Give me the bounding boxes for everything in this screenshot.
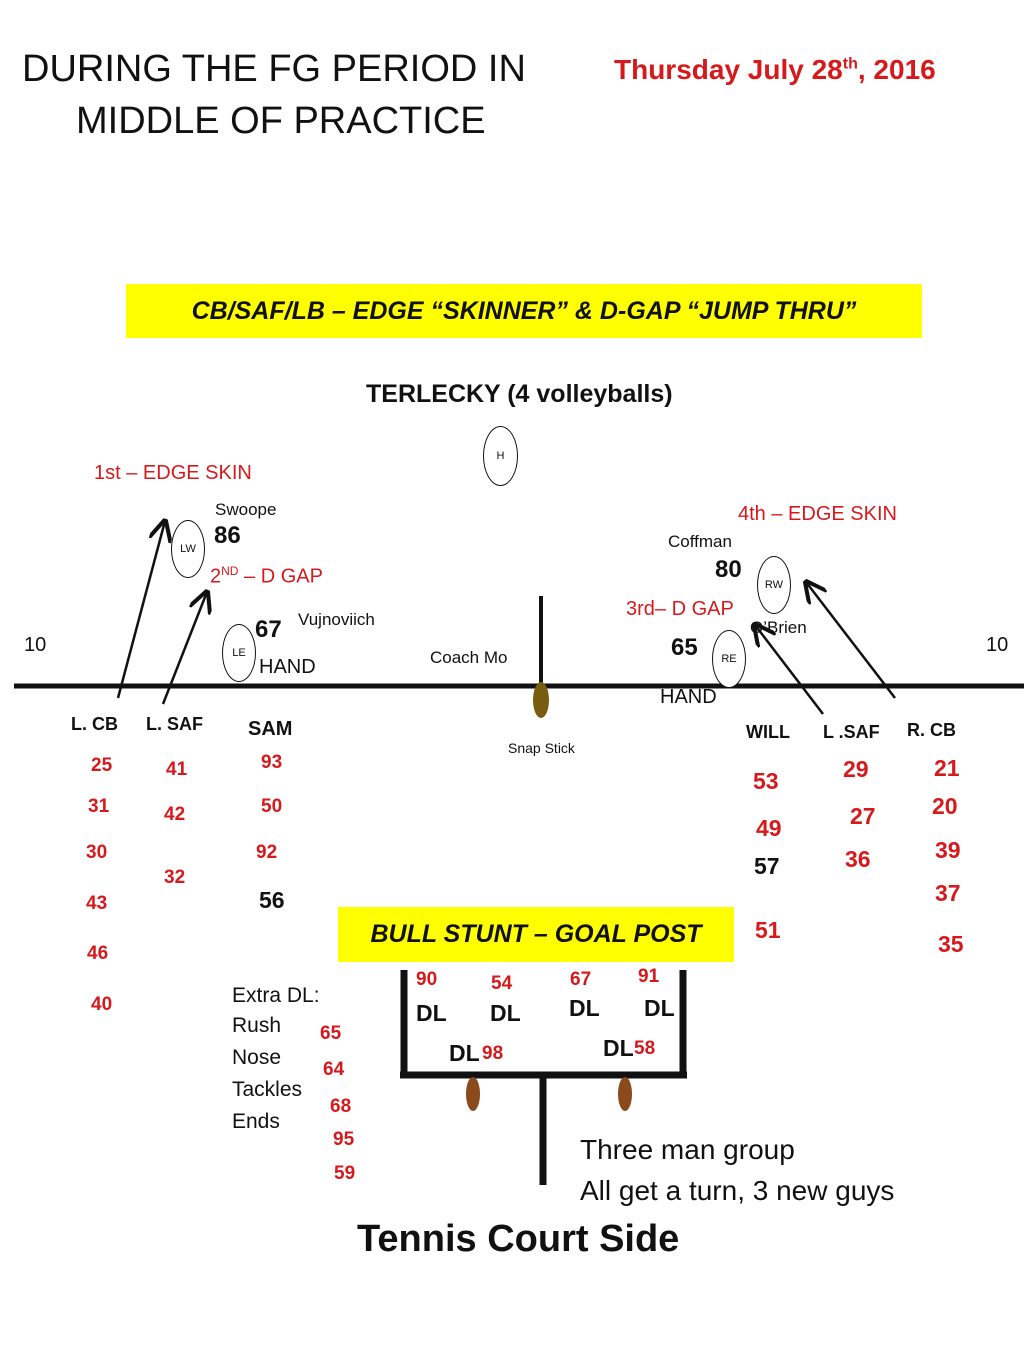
- bull-stunt-banner: BULL STUNT – GOAL POST: [338, 907, 734, 962]
- number-lw: 86: [214, 522, 241, 549]
- hand-label-left: HAND: [259, 656, 316, 678]
- header-will: WILL: [746, 722, 790, 742]
- call-second-end: – D GAP: [238, 565, 323, 588]
- dl-number: 91: [638, 966, 660, 987]
- extra-dl-tackles: Tackles: [232, 1078, 303, 1101]
- dl-number: 98: [482, 1043, 504, 1064]
- list-item: 36: [845, 846, 871, 872]
- list-item: 59: [334, 1163, 356, 1184]
- number-re: 65: [671, 634, 698, 661]
- number-rw: 80: [715, 556, 742, 583]
- page-title-line1: DURING THE FG PERIOD IN: [22, 48, 526, 90]
- list-item: 20: [932, 793, 958, 819]
- arrow-rcb: [806, 582, 896, 699]
- list-item: 21: [934, 755, 960, 781]
- extra-dl-ends: Ends: [232, 1110, 280, 1133]
- list-item: 51: [755, 917, 781, 943]
- hand-label-right: HAND: [660, 686, 717, 708]
- dl-number: 67: [570, 969, 592, 990]
- dl-label: DL: [569, 995, 600, 1021]
- list-item: 41: [166, 759, 188, 780]
- page-title-line2: MIDDLE OF PRACTICE: [76, 100, 486, 142]
- extra-dl-heading: Extra DL:: [232, 984, 320, 1007]
- list-item: 93: [261, 752, 283, 773]
- call-second-sup: ND: [221, 564, 239, 578]
- dl-label: DL: [449, 1040, 480, 1066]
- call-first-edge-skin: 1st – EDGE SKIN: [94, 462, 252, 484]
- list-item: 50: [261, 796, 283, 817]
- snap-stick-label: Snap Stick: [508, 740, 575, 756]
- list-item: 64: [323, 1059, 345, 1080]
- practice-date: Thursday July 28th, 2016: [614, 54, 936, 86]
- call-second-main: 2: [210, 565, 222, 588]
- number-le: 67: [255, 616, 282, 643]
- list-item: 95: [333, 1129, 355, 1150]
- dl-number: 58: [634, 1038, 656, 1059]
- dl-number: 54: [491, 973, 513, 994]
- list-item: 56: [259, 887, 285, 913]
- left-end-oval: LE: [222, 624, 256, 682]
- list-item: 32: [164, 867, 186, 888]
- list-item: 92: [256, 842, 278, 863]
- list-item: 39: [935, 837, 961, 863]
- tennis-court-side-label: Tennis Court Side: [357, 1218, 680, 1260]
- drill-banner: CB/SAF/LB – EDGE “SKINNER” & D-GAP “JUMP…: [126, 284, 922, 338]
- header-rsaf: L .SAF: [823, 722, 880, 742]
- header-rcb: R. CB: [907, 720, 956, 740]
- header-lcb: L. CB: [71, 714, 118, 734]
- list-item: 29: [843, 756, 869, 782]
- list-item: 37: [935, 880, 961, 906]
- post-ball-right-icon: [618, 1077, 632, 1111]
- date-sup: th: [842, 55, 858, 73]
- name-obrien: O’Brien: [750, 618, 807, 637]
- list-item: 49: [756, 815, 782, 841]
- dl-label: DL: [603, 1035, 634, 1061]
- holder-oval: H: [483, 426, 518, 486]
- left-wing-oval: LW: [171, 520, 205, 578]
- arrow-lsaf: [161, 592, 207, 705]
- list-item: 43: [86, 893, 108, 914]
- list-item: 68: [330, 1096, 352, 1117]
- call-second-d-gap: 2ND – D GAP: [210, 564, 323, 589]
- note-line1: Three man group: [580, 1134, 795, 1165]
- name-coffman: Coffman: [668, 532, 732, 551]
- list-item: 65: [320, 1023, 342, 1044]
- dl-label: DL: [490, 1000, 521, 1026]
- right-end-oval: RE: [712, 630, 746, 688]
- list-item: 30: [86, 842, 108, 863]
- yard-label-right: 10: [986, 634, 1009, 656]
- arrow-lcb: [116, 521, 165, 699]
- list-item: 27: [850, 803, 876, 829]
- call-fourth-edge-skin: 4th – EDGE SKIN: [738, 503, 897, 525]
- dl-label-cut: DL: [644, 995, 675, 1021]
- coach-label: Coach Mo: [430, 648, 508, 667]
- date-end: , 2016: [857, 54, 936, 85]
- dl-label: DL: [416, 1000, 447, 1026]
- header-sam: SAM: [248, 718, 293, 740]
- list-item: 57: [754, 853, 780, 879]
- call-third-d-gap: 3rd– D GAP: [626, 598, 734, 620]
- list-item: 35: [938, 931, 964, 957]
- list-item: 46: [87, 943, 109, 964]
- list-item: 31: [88, 796, 110, 817]
- list-item: 25: [91, 755, 113, 776]
- terlecky-label: TERLECKY (4 volleyballs): [366, 380, 673, 408]
- post-ball-left-icon: [466, 1077, 480, 1111]
- name-vujnoviich: Vujnoviich: [298, 610, 375, 629]
- header-lsaf: L. SAF: [146, 714, 203, 734]
- dl-number: 90: [416, 969, 438, 990]
- extra-dl-rush: Rush: [232, 1014, 282, 1037]
- list-item: 42: [164, 804, 186, 825]
- list-item: 53: [753, 768, 779, 794]
- list-item: 40: [91, 994, 113, 1015]
- name-swoope: Swoope: [215, 500, 277, 519]
- right-wing-oval: RW: [757, 556, 791, 614]
- football-icon: [533, 682, 549, 718]
- extra-dl-nose: Nose: [232, 1046, 282, 1069]
- yard-label-left: 10: [24, 634, 47, 656]
- date-main: Thursday July 28: [614, 54, 843, 85]
- arrow-will: [755, 625, 824, 715]
- note-line2: All get a turn, 3 new guys: [580, 1175, 895, 1206]
